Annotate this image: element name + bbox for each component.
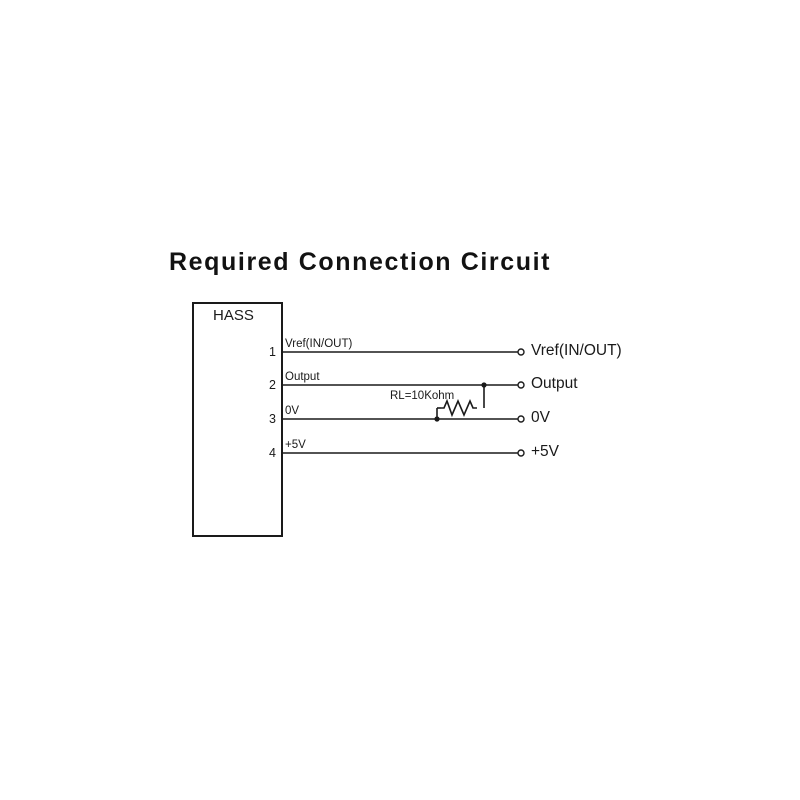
pin-inner-label-vref: Vref(IN/OUT): [285, 338, 353, 350]
terminal-label-0v: 0V: [531, 409, 550, 426]
terminal-circle-output: [517, 381, 525, 389]
terminal-circle-vref: [517, 348, 525, 356]
resistor-zigzag-symbol: [441, 398, 477, 418]
terminal-circle-plus5v: [517, 449, 525, 457]
terminal-label-vref: Vref(IN/OUT): [531, 342, 622, 359]
pin-number-3: 3: [269, 412, 276, 426]
terminal-label-plus5v: +5V: [531, 443, 560, 460]
resistor-value-label: RL=10Kohm: [390, 390, 455, 402]
device-name-label: HASS: [213, 307, 254, 324]
page-title: Required Connection Circuit: [169, 248, 552, 276]
pin-inner-label-0v: 0V: [285, 405, 300, 417]
junction-dot-output: [481, 382, 487, 388]
pin-number-4: 4: [269, 446, 276, 460]
terminal-label-output: Output: [531, 375, 578, 392]
pin-number-2: 2: [269, 378, 276, 392]
pin-number-1: 1: [269, 345, 276, 359]
terminal-circle-0v: [517, 415, 525, 423]
junction-dot-0v: [434, 416, 440, 422]
pin-inner-label-output: Output: [285, 371, 320, 383]
hass-device-box: [192, 302, 283, 537]
pin-inner-label-plus5v: +5V: [285, 439, 306, 451]
